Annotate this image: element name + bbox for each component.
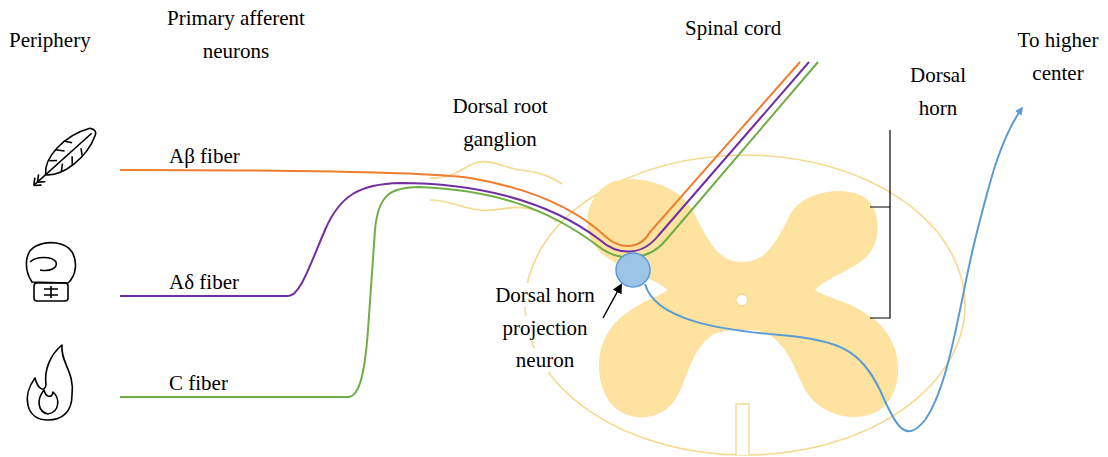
flame-outer	[27, 345, 72, 420]
projection-neuron	[616, 253, 650, 287]
neuron-label-box: Dorsal horn projection neuron	[485, 279, 605, 377]
dorsal-horn-bracket	[870, 207, 890, 318]
fiber-label: Aβ fiber	[168, 144, 241, 168]
bracket-stem	[889, 130, 890, 207]
median-fissure	[736, 404, 749, 455]
structure-label: Dorsal root ganglion	[451, 94, 548, 151]
pathway-label-box: To higher center	[1012, 24, 1104, 89]
region-heading-box: Periphery	[8, 24, 108, 57]
c-fiber	[120, 62, 818, 397]
fiber-label: Aδ fiber	[168, 270, 240, 294]
flame-inner	[39, 390, 58, 414]
structure-label: Spinal cord	[684, 16, 782, 40]
a-beta-fiber	[120, 62, 800, 246]
flame-icon	[27, 345, 72, 420]
leader-arrow	[603, 285, 621, 318]
glove-fist	[26, 243, 75, 283]
feather-vane	[37, 121, 102, 183]
glove-thumb	[30, 258, 56, 271]
feather-shaft	[34, 133, 92, 185]
structure-label: Dorsal horn	[909, 63, 967, 120]
column-heading: Primary afferent neurons	[166, 6, 306, 63]
glove-icon	[26, 243, 75, 301]
grey-matter	[587, 179, 898, 417]
feather-tip	[30, 174, 45, 189]
structure-label-box: Spinal cord	[684, 12, 814, 45]
neuron-label: Dorsal horn projection neuron	[494, 283, 596, 372]
fiber-label-box: C fiber	[168, 367, 278, 400]
central-canal	[736, 294, 748, 306]
structure-label-box: Dorsal root ganglion	[442, 90, 558, 155]
fiber-label: C fiber	[168, 371, 229, 395]
pathway-label: To higher center	[1017, 28, 1100, 85]
region-heading: Periphery	[8, 28, 92, 52]
fiber-label-box: Aδ fiber	[168, 266, 278, 299]
glove-lacing	[44, 286, 58, 298]
feather-icon	[25, 121, 102, 194]
feather-notches	[46, 136, 86, 175]
ganglion-outline	[430, 162, 562, 184]
a-delta-fiber	[120, 62, 809, 296]
column-heading-box: Primary afferent neurons	[146, 2, 326, 67]
structure-label-box: Dorsal horn	[898, 59, 978, 124]
fiber-label-box: Aβ fiber	[168, 140, 278, 173]
glove-cuff	[34, 283, 68, 301]
projection-axon	[645, 108, 1022, 431]
